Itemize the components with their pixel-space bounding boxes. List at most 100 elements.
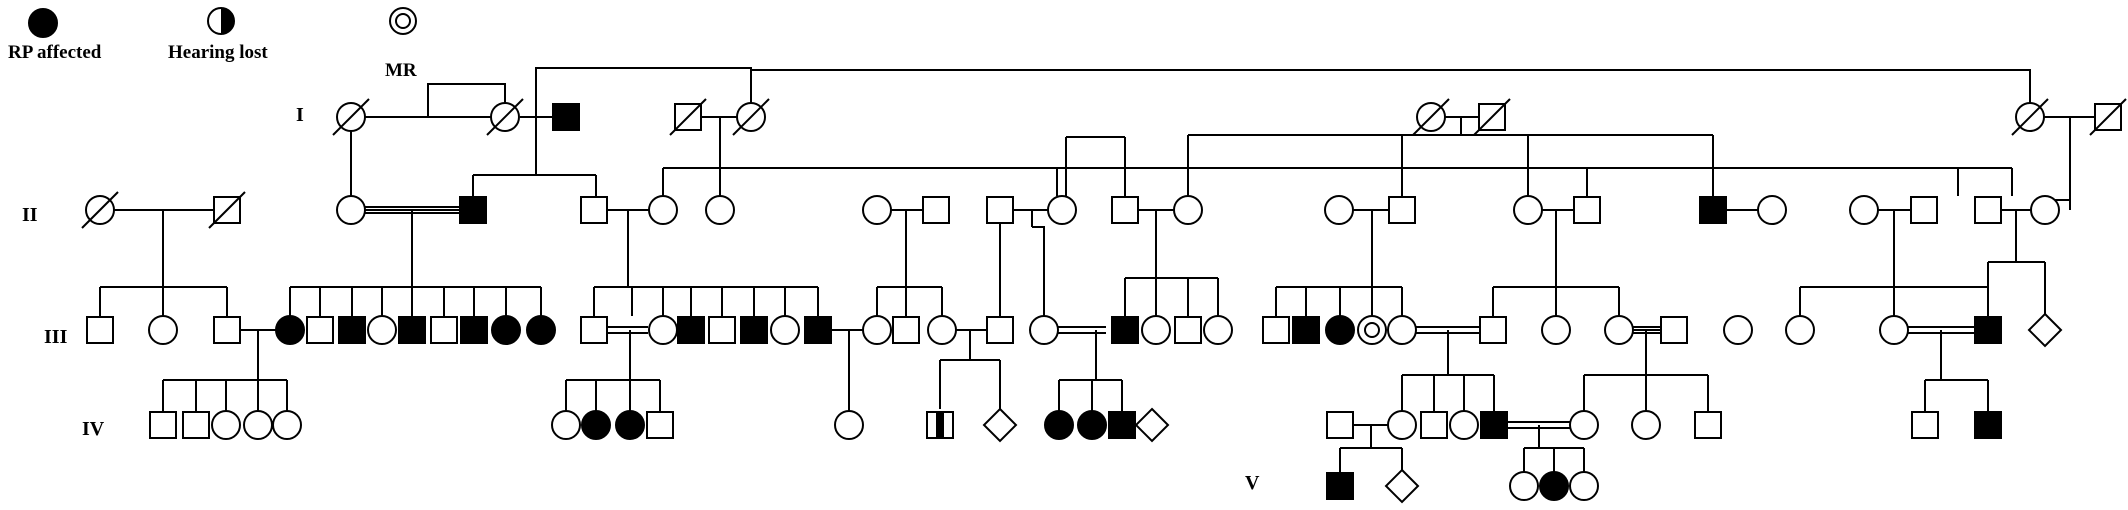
- female-affected-symbol: [1077, 410, 1107, 440]
- generation-label-iii: III: [44, 326, 68, 348]
- male-affected-symbol: [1974, 411, 2002, 439]
- male-symbol: [580, 316, 608, 344]
- female-symbol: [927, 315, 957, 345]
- female-symbol: [367, 315, 397, 345]
- male-symbol: [1326, 411, 1354, 439]
- male-affected-symbol: [338, 316, 366, 344]
- male-symbol: [708, 316, 736, 344]
- male-symbol: [1420, 411, 1448, 439]
- female-symbol: [336, 195, 366, 225]
- female-symbol: [834, 410, 864, 440]
- female-symbol: [551, 410, 581, 440]
- female-symbol: [1203, 315, 1233, 345]
- female-symbol: [1631, 410, 1661, 440]
- female-symbol: [1513, 195, 1543, 225]
- deceased-slash: [486, 98, 524, 136]
- male-symbol: [892, 316, 920, 344]
- male-symbol: [1479, 316, 1507, 344]
- female-symbol: [243, 410, 273, 440]
- female-symbol: [862, 195, 892, 225]
- deceased-slash: [732, 98, 770, 136]
- female-symbol: [2030, 195, 2060, 225]
- male-affected-symbol: [1108, 411, 1136, 439]
- female-affected-symbol: [581, 410, 611, 440]
- male-symbol: [1573, 196, 1601, 224]
- female-affected-symbol: [28, 8, 58, 38]
- deceased-slash: [81, 191, 119, 229]
- female-symbol: [1509, 471, 1539, 501]
- deceased-slash: [669, 98, 707, 136]
- female-symbol: [1785, 315, 1815, 345]
- male-affected-symbol: [1480, 411, 1508, 439]
- pedigree-line: [535, 67, 752, 117]
- male-symbol: [1660, 316, 1688, 344]
- male-symbol: [213, 316, 241, 344]
- female-affected-symbol: [526, 315, 556, 345]
- male-symbol: [1262, 316, 1290, 344]
- female-affected-symbol: [1044, 410, 1074, 440]
- female-symbol: [705, 195, 735, 225]
- legend-label-hearing: Hearing lost: [168, 42, 268, 63]
- female-symbol: [1449, 410, 1479, 440]
- female-symbol: [1029, 315, 1059, 345]
- male-symbol: [580, 196, 608, 224]
- deceased-slash: [2089, 98, 2127, 136]
- female-affected-symbol: [1539, 471, 1569, 501]
- male-symbol: [1388, 196, 1416, 224]
- male-symbol: [149, 411, 177, 439]
- legend-label-rp: RP affected: [8, 42, 102, 63]
- female-symbol: [272, 410, 302, 440]
- female-symbol: [1387, 315, 1417, 345]
- male-symbol: [86, 316, 114, 344]
- unknown-sex-symbol: [982, 407, 1018, 443]
- female-symbol: [1541, 315, 1571, 345]
- pedigree-line: [1894, 286, 1989, 316]
- female-symbol: [148, 315, 178, 345]
- female-symbol: [211, 410, 241, 440]
- male-symbol: [922, 196, 950, 224]
- unknown-sex-symbol: [2027, 312, 2063, 348]
- pedigree-symbols: [28, 7, 2127, 504]
- female-symbol: [1047, 195, 1077, 225]
- female-affected-symbol: [491, 315, 521, 345]
- generation-label-iv: IV: [82, 418, 105, 440]
- female-symbol: [1723, 315, 1753, 345]
- female-symbol: [648, 195, 678, 225]
- female-symbol: [648, 315, 678, 345]
- female-symbol: [1569, 471, 1599, 501]
- female-symbol: [1849, 195, 1879, 225]
- generation-label-ii: II: [22, 204, 38, 226]
- male-symbol: [1910, 196, 1938, 224]
- pedigree-lines: [99, 67, 2108, 473]
- male-symbol: [430, 316, 458, 344]
- male-symbol: [986, 316, 1014, 344]
- male-affected-symbol: [1326, 472, 1354, 500]
- female-symbol: [1604, 315, 1634, 345]
- generation-label-v: V: [1245, 472, 1260, 494]
- deceased-slash: [1473, 98, 1511, 136]
- unknown-sex-symbol: [1134, 407, 1170, 443]
- female-affected-symbol: [1325, 315, 1355, 345]
- deceased-slash: [208, 191, 246, 229]
- hearing-lost-bar: [936, 411, 944, 439]
- male-symbol: [1174, 316, 1202, 344]
- male-affected-symbol: [677, 316, 705, 344]
- pedigree-line: [1032, 226, 1045, 316]
- male-symbol: [986, 196, 1014, 224]
- deceased-slash: [2011, 98, 2049, 136]
- male-affected-symbol: [460, 316, 488, 344]
- male-affected-symbol: [1111, 316, 1139, 344]
- unknown-sex-symbol: [1384, 468, 1420, 504]
- male-symbol: [646, 411, 674, 439]
- female-affected-symbol: [615, 410, 645, 440]
- male-symbol: [1111, 196, 1139, 224]
- female-symbol: [1387, 410, 1417, 440]
- female-symbol: [1879, 315, 1909, 345]
- female-affected-symbol: [275, 315, 305, 345]
- male-symbol: [182, 411, 210, 439]
- male-affected-symbol: [1292, 316, 1320, 344]
- male-affected-symbol: [740, 316, 768, 344]
- legend-hearing-half: [221, 8, 234, 34]
- generation-label-i: I: [296, 104, 304, 126]
